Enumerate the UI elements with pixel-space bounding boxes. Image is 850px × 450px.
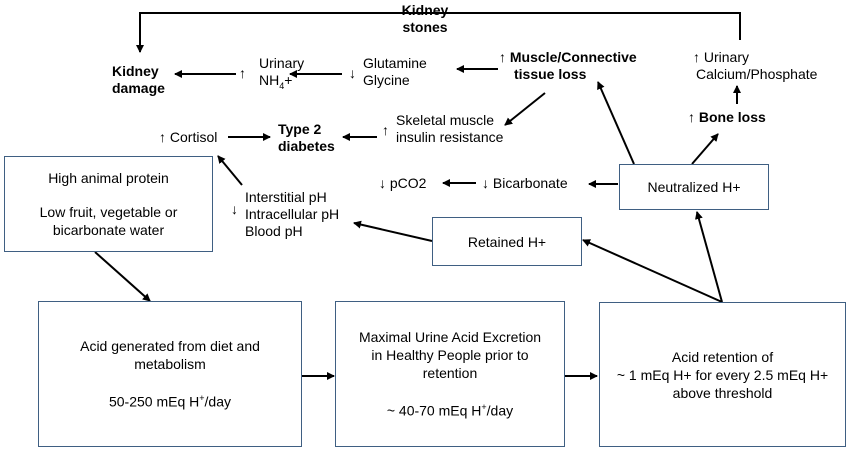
acid-retention-line1: Acid retention of — [671, 348, 774, 365]
arrow-protein-to-acid — [94, 251, 151, 302]
acid-retention-line2: ~ 1 mEq H+ for every 2.5 mEq H+ — [616, 366, 829, 383]
down-arrow-icon: ↓ — [231, 201, 238, 217]
high-animal-protein-line2: Low fruit, vegetable or — [39, 204, 178, 220]
down-arrow-icon: ↓ — [482, 175, 489, 191]
maximal-excretion-box: Maximal Urine Acid Excretion in Healthy … — [335, 301, 565, 447]
neutralized-h-label: Neutralized H+ — [647, 179, 741, 195]
arrow-neutralized-to-muscle — [597, 81, 635, 165]
acid-generated-line2: metabolism — [134, 356, 206, 373]
acid-generated-box: Acid generated from diet and metabolism … — [38, 301, 302, 447]
up-arrow-icon: ↑ — [382, 122, 389, 138]
neutralized-h-box: Neutralized H+ — [619, 164, 769, 210]
cortisol-label: ↑ Cortisol — [159, 129, 218, 145]
down-arrow-icon: ↓ — [349, 65, 356, 81]
acid-generated-line1: Acid generated from diet and — [80, 338, 260, 355]
maximal-excretion-line2: in Healthy People prior to — [371, 347, 529, 364]
type2-diabetes-label: Type 2 diabetes — [278, 121, 335, 154]
arrow-retained-to-ph — [353, 220, 433, 242]
ph-label: ↓ Interstitial pH Intracellular pH Blood… — [231, 189, 340, 239]
arrow-ph-to-cortisol — [217, 155, 243, 186]
high-animal-protein-box: High animal protein Low fruit, vegetable… — [4, 156, 213, 252]
maximal-excretion-line4: ~ 40-70 mEq H+/day — [386, 402, 514, 419]
arrow-muscle-to-skeletal — [504, 92, 546, 126]
arrow-retention-to-neutralized — [695, 211, 723, 303]
up-arrow-icon: ↑ — [688, 109, 695, 125]
urinary-nh4-label: ↑ Urinary NH4+ — [239, 55, 305, 91]
retained-h-label: Retained H+ — [467, 233, 547, 250]
skeletal-muscle-label: ↑ Skeletal muscle insulin resistance — [382, 112, 504, 145]
acid-generated-line3: 50-250 mEq H+/day — [108, 393, 231, 410]
maximal-excretion-line3: retention — [422, 365, 478, 382]
pco2-label: ↓ pCO2 — [379, 175, 427, 191]
up-arrow-icon: ↑ — [693, 49, 700, 65]
maximal-excretion-line1: Maximal Urine Acid Excretion — [358, 329, 542, 346]
bicarbonate-label: ↓ Bicarbonate — [482, 175, 568, 191]
bone-loss-label: ↑ Bone loss — [688, 109, 766, 125]
down-arrow-icon: ↓ — [379, 175, 386, 191]
up-arrow-icon: ↑ — [159, 129, 166, 145]
kidney-stones-label: Kidney stones — [401, 2, 449, 35]
arrow-neutralized-to-bone — [691, 133, 719, 165]
acid-retention-line3: above threshold — [672, 384, 773, 401]
kidney-damage-label: Kidney damage — [112, 63, 165, 96]
high-animal-protein-line1: High animal protein — [48, 170, 169, 186]
up-arrow-icon: ↑ — [499, 49, 506, 65]
arrow-retention-to-retained — [582, 239, 723, 303]
arrow-stones-to-kidney-damage — [136, 12, 741, 53]
urinary-calcium-label: ↑ Urinary Calcium/Phosphate — [693, 49, 818, 82]
acid-retention-box: Acid retention of ~ 1 mEq H+ for every 2… — [599, 302, 846, 447]
retained-h-box: Retained H+ — [432, 217, 582, 266]
glutamine-glycine-label: ↓ Glutamine Glycine — [349, 55, 427, 88]
muscle-loss-label: ↑ Muscle/Connective tissue loss — [499, 49, 637, 82]
high-animal-protein-line3: bicarbonate water — [52, 222, 165, 238]
up-arrow-icon: ↑ — [239, 65, 246, 81]
